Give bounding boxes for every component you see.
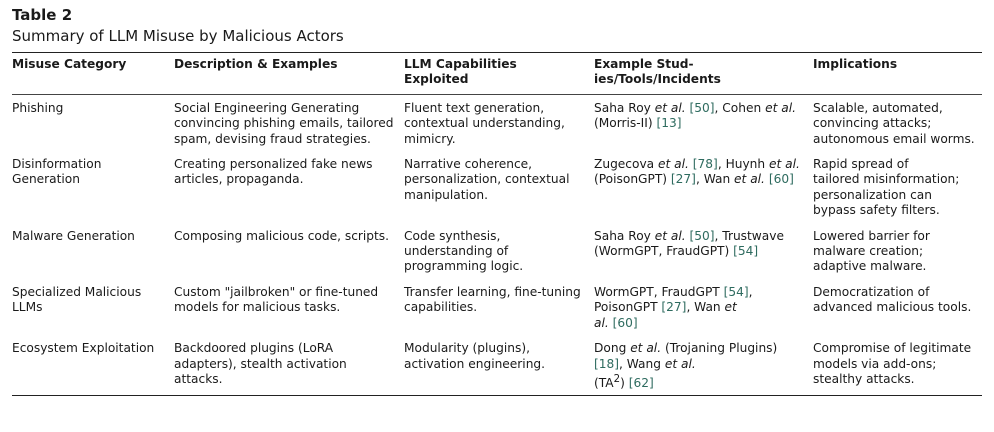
cell-category: Malware Generation [12, 228, 135, 243]
author-text: , PoisonGPT [594, 284, 753, 315]
et-al-text: et al. [734, 172, 765, 187]
cell-capabilities: Transfer learning, fine-tuning capabilit… [404, 284, 581, 315]
superscript: 2 [613, 373, 621, 385]
author-text: Dong [594, 341, 627, 356]
table-row: Specialized Malicious LLMs Custom "jailb… [12, 285, 982, 341]
table-body: Phishing Social Engineering Generating c… [12, 94, 982, 397]
et-al-text: al. [594, 315, 609, 330]
cell-description: Custom "jailbroken" or fine-tuned models… [174, 284, 379, 315]
author-text: Saha Roy [594, 228, 651, 243]
cell-implications: Scalable, automated, convincing attacks;… [813, 100, 975, 146]
cell-category: Ecosystem Exploitation [12, 341, 174, 397]
citation-link[interactable]: [78] [692, 157, 718, 172]
author-text: WormGPT, FraudGPT [594, 284, 720, 299]
table-label: Table 2 [12, 6, 73, 24]
misuse-table: Misuse Category Description & Examples L… [12, 52, 982, 397]
table-caption: Summary of LLM Misuse by Malicious Actor… [12, 27, 344, 45]
author-text: Zugecova [594, 157, 655, 172]
cell-capabilities: Modularity (plugins), activation enginee… [404, 341, 594, 397]
cell-studies: Zugecova et al. [78], Huynh et al. (Pois… [594, 157, 813, 229]
author-text: ) [620, 375, 625, 390]
author-text: , Wan [695, 172, 731, 187]
author-text: , Wan [686, 300, 721, 315]
cell-category: Specialized Malicious LLMs [12, 284, 142, 315]
author-text: , Trustwave (WormGPT, FraudGPT) [594, 228, 784, 259]
cell-description: Creating personalized fake news articles… [174, 157, 373, 187]
cell-studies: Saha Roy et al. [50], Trustwave (WormGPT… [594, 229, 813, 285]
cell-implications: Democratization of advanced malicious to… [813, 284, 972, 315]
header-description: Description & Examples [174, 52, 404, 95]
citation-link[interactable]: [18] [594, 356, 620, 371]
cell-implications: Compromise of legitimate models via add-… [813, 341, 982, 397]
citation-link[interactable]: [54] [723, 284, 749, 299]
citation-link[interactable]: [50] [689, 228, 715, 243]
citation-link[interactable]: [27] [670, 172, 696, 187]
citation-link[interactable]: [50] [689, 100, 715, 115]
et-al-text: et al. [658, 157, 689, 172]
author-text: , Cohen [714, 100, 762, 115]
cell-implications: Lowered barrier for malware creation; ad… [813, 228, 930, 274]
table-row: Ecosystem Exploitation Backdoored plugin… [12, 341, 982, 397]
cell-capabilities: Narrative coherence, personalization, co… [404, 157, 570, 202]
author-text: , Huynh [717, 157, 766, 172]
et-al-text: et al. [769, 157, 800, 172]
et-al-text: et al. [664, 356, 696, 371]
et-al-text: et al. [765, 100, 796, 115]
et-al-text: et al. [654, 100, 686, 115]
citation-link[interactable]: [27] [661, 300, 687, 315]
cell-capabilities: Fluent text generation, contextual under… [404, 100, 565, 146]
author-text: (TA [594, 375, 614, 390]
citation-link[interactable]: [60] [612, 315, 638, 330]
et-al-text: et [724, 300, 737, 315]
citation-link[interactable]: [60] [768, 172, 794, 187]
header-studies-line1: Example Stud- [594, 57, 694, 71]
header-capabilities-line2: Exploited [404, 72, 469, 87]
category-line: Disinformation [12, 157, 102, 172]
header-category: Misuse Category [12, 52, 174, 95]
cell-studies: WormGPT, FraudGPT [54], PoisonGPT [27], … [594, 285, 813, 341]
author-text: (Trojaning Plugins) [661, 341, 778, 356]
cell-description: Composing malicious code, scripts. [174, 228, 390, 243]
table-row: Malware Generation Composing malicious c… [12, 229, 982, 285]
cell-description: Backdoored plugins (LoRA adapters), stea… [174, 341, 404, 397]
author-text: , Wang [619, 356, 661, 371]
author-text: (PoisonGPT) [594, 172, 668, 187]
header-studies-line2: ies/Tools/Incidents [594, 72, 721, 87]
citation-link[interactable]: [62] [628, 375, 654, 390]
author-text: Saha Roy [594, 100, 651, 115]
cell-capabilities: Code synthesis, understanding of program… [404, 228, 524, 274]
header-row: Misuse Category Description & Examples L… [12, 52, 982, 95]
citation-link[interactable]: [54] [733, 244, 759, 259]
cell-studies: Dong et al. (Trojaning Plugins) [18], Wa… [594, 341, 813, 397]
cell-description: Social Engineering Generating convincing… [174, 100, 394, 146]
header-implications: Implications [813, 52, 982, 95]
table-row: Phishing Social Engineering Generating c… [12, 94, 982, 157]
implications-line: Rapid spread of [813, 157, 909, 172]
citation-link[interactable]: [13] [656, 116, 682, 131]
category-line: Generation [12, 172, 80, 187]
header-studies: Example Stud-ies/Tools/Incidents [594, 52, 813, 95]
cell-studies: Saha Roy et al. [50], Cohen et al. (Morr… [594, 94, 813, 157]
et-al-text: et al. [630, 341, 662, 356]
cell-category: Phishing [12, 100, 64, 115]
et-al-text: et al. [654, 228, 686, 243]
implications-line: tailored misinformation; personalization… [813, 172, 960, 218]
table-header: Misuse Category Description & Examples L… [12, 52, 982, 95]
header-capabilities-line1: LLM Capabilities [404, 57, 517, 71]
author-text: (Morris-II) [594, 116, 653, 131]
